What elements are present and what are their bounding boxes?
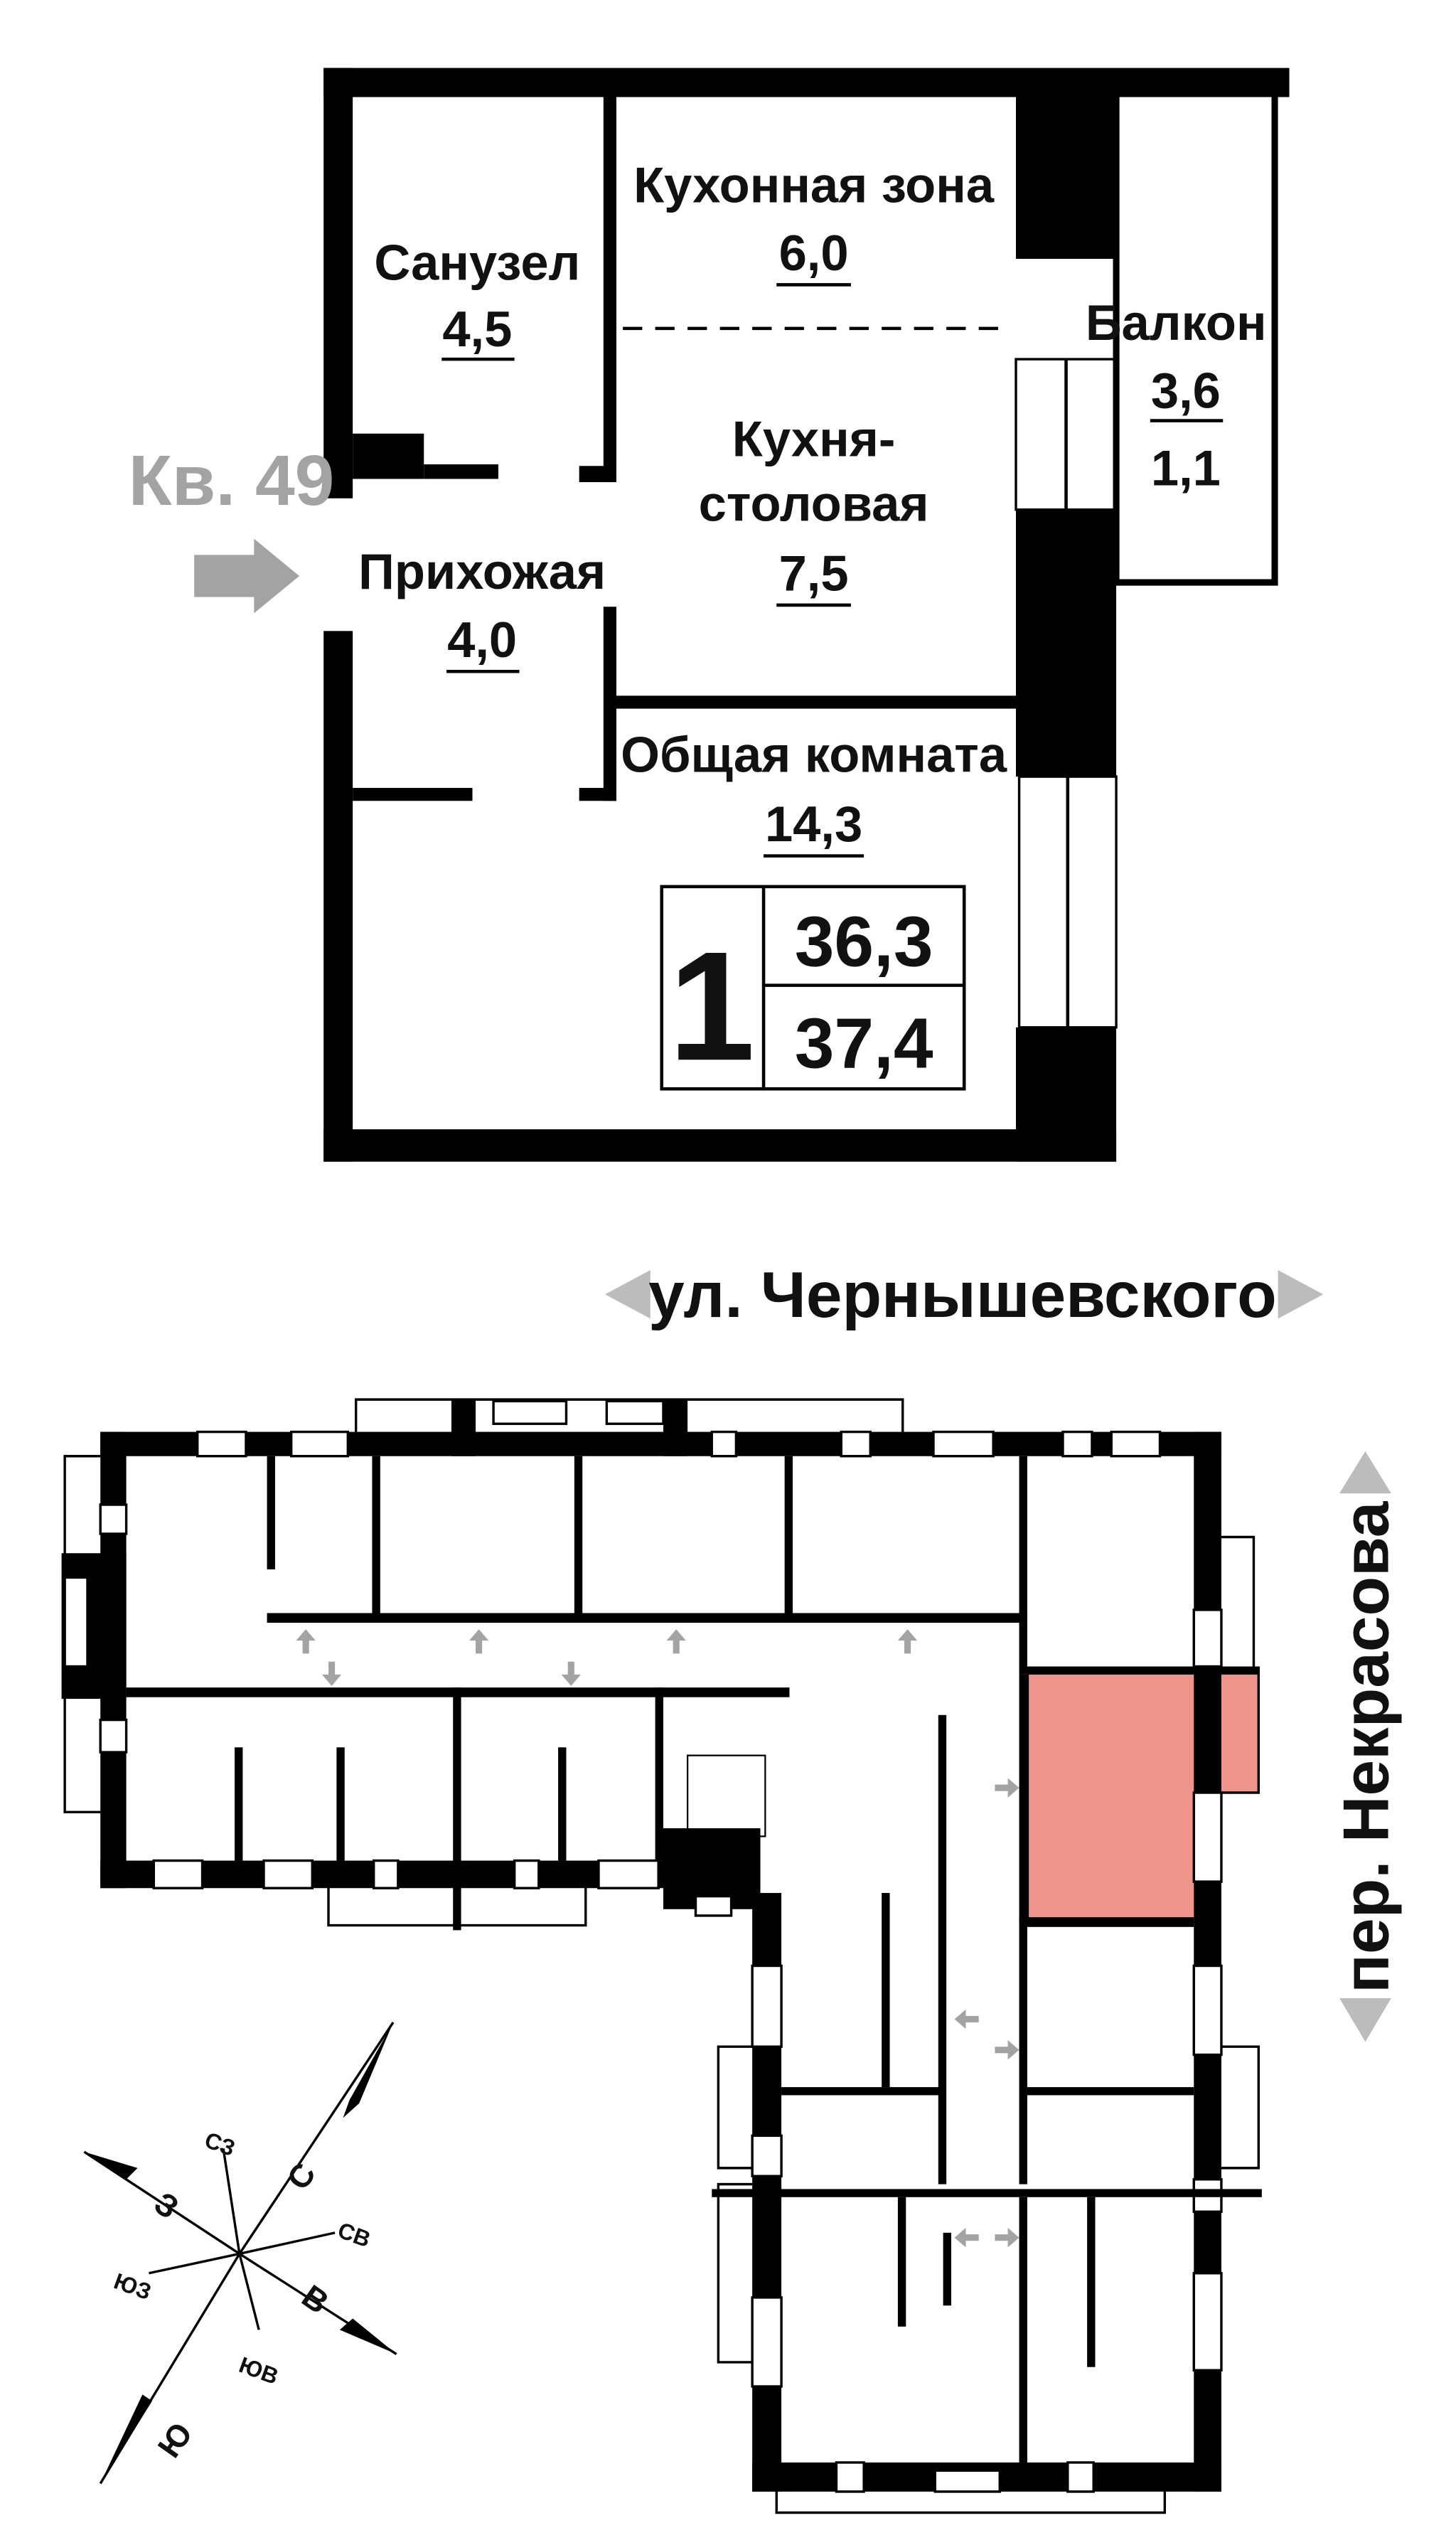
door-arrow-icon bbox=[561, 1661, 581, 1686]
room-name-bathroom: Санузел bbox=[374, 235, 580, 291]
door-arrow-icon bbox=[954, 2009, 979, 2029]
room-area-kitchen-zone: 6,0 bbox=[779, 225, 849, 281]
east-arrow-icon bbox=[339, 2318, 397, 2354]
compass-w: З bbox=[148, 2184, 186, 2226]
arrow-right-icon bbox=[1278, 1270, 1324, 1319]
room-name-kitchen-dining: Кухня- bbox=[732, 411, 896, 467]
room-name-living-room: Общая комната bbox=[621, 726, 1007, 782]
rooms-count: 1 bbox=[669, 919, 755, 1093]
room-name-kitchen-dining-2: столовая bbox=[699, 476, 929, 532]
door-arrow-icon bbox=[995, 1778, 1019, 1798]
south-arrow-icon bbox=[100, 2394, 153, 2484]
compass-sw: ЮЗ bbox=[111, 2268, 155, 2305]
room-area-balcony-reduced: 1,1 bbox=[1151, 440, 1221, 496]
room-area-kitchen-dining: 7,5 bbox=[779, 545, 849, 601]
arrow-left-icon bbox=[605, 1270, 651, 1319]
door-arrow-icon bbox=[995, 2228, 1019, 2248]
entrance-arrow-icon bbox=[194, 538, 300, 614]
compass-n: С bbox=[279, 2156, 323, 2196]
highlighted-apartment[interactable] bbox=[1029, 1671, 1194, 1926]
compass-se: ЮВ bbox=[236, 2352, 282, 2389]
building-floor-plan bbox=[61, 1398, 1262, 2514]
door-arrow-icon bbox=[897, 1629, 918, 1654]
apartment-walls bbox=[323, 68, 1290, 1162]
room-area-balcony: 3,6 bbox=[1151, 362, 1221, 418]
north-arrow-icon bbox=[343, 2022, 394, 2118]
room-area-hallway: 4,0 bbox=[447, 612, 517, 668]
building-walls bbox=[61, 1398, 1262, 2514]
door-arrow-icon bbox=[469, 1629, 489, 1654]
compass-s: Ю bbox=[151, 2416, 200, 2465]
room-name-kitchen-zone: Кухонная зона bbox=[633, 156, 995, 213]
door-arrow-icon bbox=[995, 2040, 1019, 2060]
door-arrow-icon bbox=[666, 1629, 686, 1654]
door-arrow-icon bbox=[321, 1661, 342, 1686]
door-arrow-icon bbox=[296, 1629, 316, 1654]
total-area: 36,3 bbox=[795, 902, 933, 981]
street-right-label-group: пер. Некрасова bbox=[1330, 1451, 1402, 2042]
street-top-label: ул. Чернышевского bbox=[648, 1259, 1277, 1331]
street-top-label-group: ул. Чернышевского bbox=[605, 1259, 1324, 1331]
corridor-arrows bbox=[296, 1629, 1019, 2248]
arrow-down-icon bbox=[1339, 1997, 1391, 2042]
compass-e: В bbox=[295, 2278, 335, 2321]
west-arrow-icon bbox=[84, 2152, 138, 2179]
street-right-label: пер. Некрасова bbox=[1330, 1500, 1402, 1993]
room-name-hallway: Прихожая bbox=[358, 543, 606, 599]
room-area-living-room: 14,3 bbox=[765, 796, 862, 852]
arrow-up-icon bbox=[1339, 1451, 1391, 1494]
compass-ne: СВ bbox=[335, 2217, 375, 2253]
room-name-balcony: Балкон bbox=[1086, 294, 1267, 351]
apartment-plan: Кв. 49 Санузел 4,5 Кухонная зона 6,0 Кух… bbox=[129, 68, 1290, 1162]
compass-nw: СЗ bbox=[201, 2127, 238, 2161]
total-area-with-balcony: 37,4 bbox=[795, 1004, 933, 1084]
door-arrow-icon bbox=[954, 2228, 979, 2248]
compass-rose: С Ю З В СЗ СВ ЮЗ ЮВ bbox=[83, 2022, 397, 2485]
area-summary-box: 1 36,3 37,4 bbox=[660, 885, 966, 1093]
apartment-number-label: Кв. 49 bbox=[129, 441, 335, 521]
room-area-bathroom: 4,5 bbox=[442, 301, 512, 357]
